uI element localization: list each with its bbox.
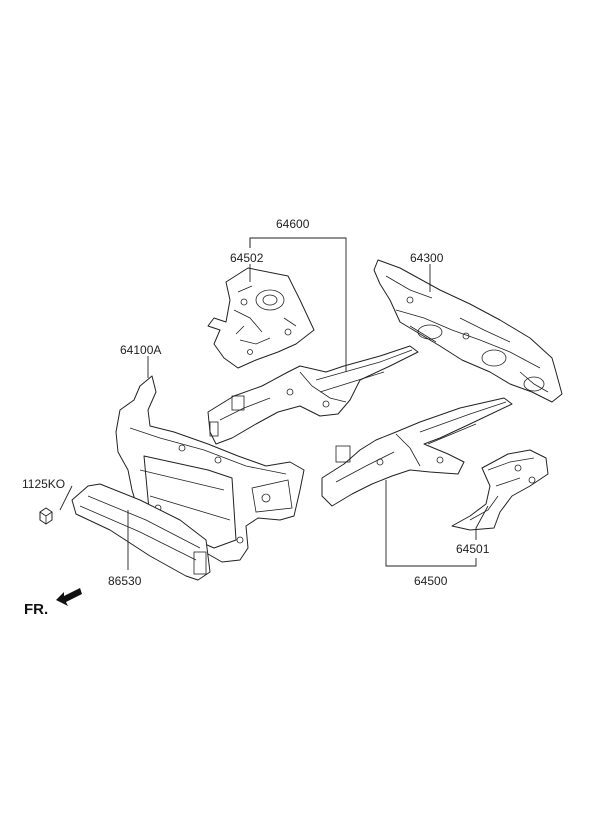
label-64501: 64501 (456, 542, 490, 556)
part-64500 (321, 397, 513, 507)
part-64501 (451, 449, 549, 531)
part-86530 (71, 483, 211, 581)
label-1125ko: 1125KO (22, 477, 65, 491)
front-direction-label: FR. (24, 601, 48, 618)
label-64502: 64502 (230, 251, 264, 265)
label-64600: 64600 (276, 217, 310, 231)
leader-lines (59, 237, 489, 570)
part-64600 (207, 345, 419, 445)
part-1125ko-bolt (39, 507, 53, 525)
part-64502 (207, 267, 315, 369)
label-86530: 86530 (108, 574, 142, 588)
front-direction-arrow-icon (56, 588, 82, 606)
label-64300: 64300 (410, 251, 444, 265)
label-64500: 64500 (414, 574, 448, 588)
part-64300 (373, 259, 563, 403)
label-64100a: 64100A (120, 343, 161, 357)
